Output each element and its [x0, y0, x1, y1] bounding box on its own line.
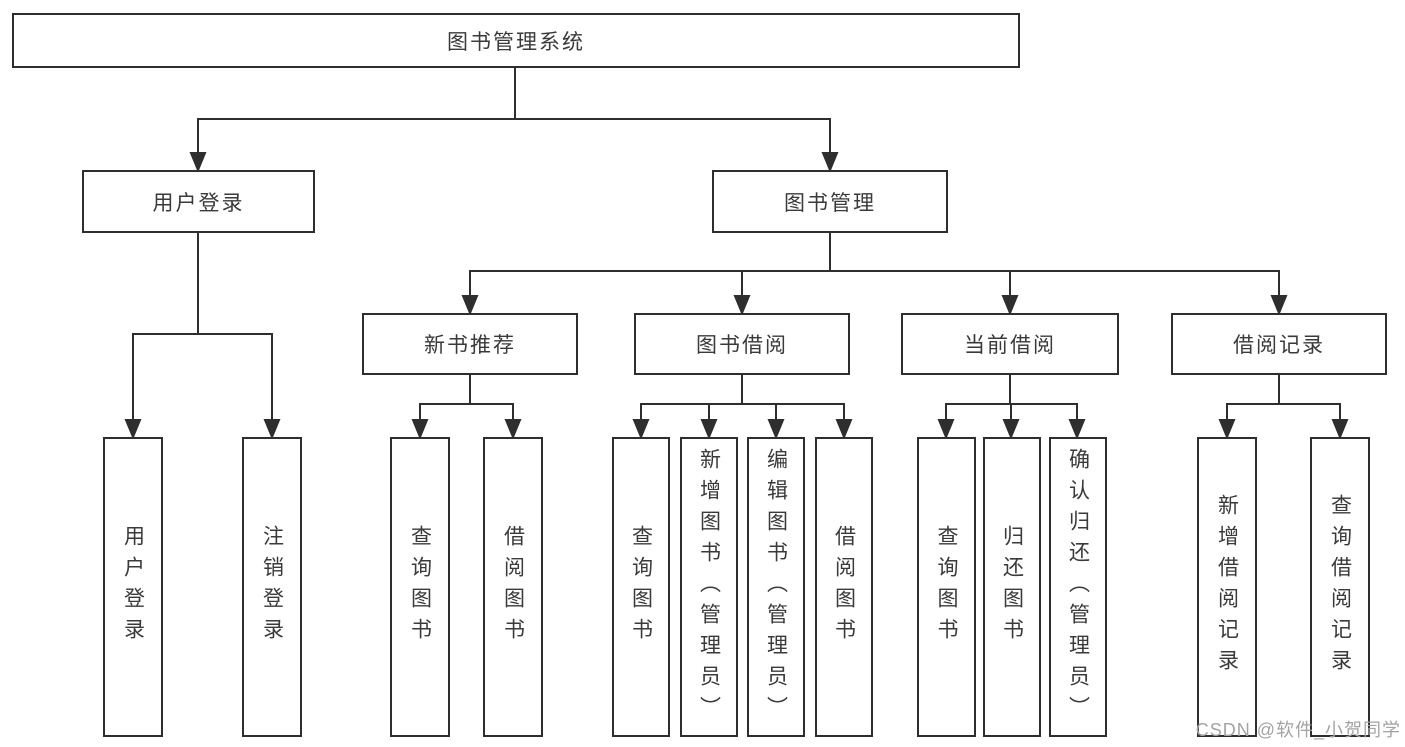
node-label: 用户登录: [152, 191, 245, 215]
branch-borrowing-records: [1218, 375, 1349, 440]
branch-user-login: [124, 233, 281, 440]
leaf-edit-book-admin: 编辑图书（管理员）: [747, 437, 805, 737]
node-label: 编辑图书（管理员）: [764, 447, 788, 727]
leaf-query-borrow-record: 查询借阅记录: [1310, 437, 1370, 737]
leaf-confirm-return-admin: 确认归还（管理员）: [1049, 437, 1107, 737]
node-label: 查询借阅记录: [1328, 494, 1352, 680]
leaf-user-login: 用户登录: [103, 437, 163, 737]
node-label: 图书管理: [784, 191, 876, 215]
node-label: 图书借阅: [696, 334, 788, 357]
node-label: 归还图书: [1000, 525, 1024, 649]
node-label: 注销登录: [260, 525, 284, 649]
leaf-logout-login: 注销登录: [242, 437, 302, 737]
node-label: 当前借阅: [964, 334, 1056, 357]
node-library-system: 图书管理系统: [12, 13, 1020, 68]
node-label: 借阅图书: [832, 525, 856, 649]
branch-book-management: [461, 233, 1288, 316]
node-label: 用户登录: [121, 525, 145, 649]
leaf-borrow-books-module: 借阅图书: [815, 437, 873, 737]
branch-new-book-recommend: [411, 375, 522, 440]
node-book-borrowing: 图书借阅: [634, 313, 850, 375]
leaf-borrow-books-recommend: 借阅图书: [483, 437, 543, 737]
node-user-login: 用户登录: [82, 170, 315, 233]
node-borrowing-records: 借阅记录: [1171, 313, 1387, 375]
leaf-query-books-recommend: 查询图书: [390, 437, 450, 737]
branch-current-borrowing: [937, 375, 1086, 440]
node-label: 查询图书: [629, 525, 653, 649]
branch-root: [189, 68, 839, 173]
leaf-query-books-borrowing: 查询图书: [612, 437, 670, 737]
node-label: 查询图书: [935, 525, 958, 649]
node-label: 新增借阅记录: [1215, 494, 1239, 680]
node-label: 新书推荐: [424, 334, 516, 357]
leaf-add-book-admin: 新增图书（管理员）: [680, 437, 738, 737]
leaf-return-book: 归还图书: [983, 437, 1041, 737]
node-label: 确认归还（管理员）: [1066, 447, 1090, 727]
branch-book-borrowing: [632, 375, 853, 440]
leaf-query-books-current: 查询图书: [917, 437, 976, 737]
leaf-add-borrow-record: 新增借阅记录: [1197, 437, 1257, 737]
node-label: 新增图书（管理员）: [697, 447, 721, 727]
node-label: 查询图书: [408, 525, 432, 649]
node-new-book-recommend: 新书推荐: [362, 313, 578, 375]
node-label: 借阅图书: [501, 525, 525, 649]
node-current-borrowing: 当前借阅: [901, 313, 1119, 375]
csdn-watermark: CSDN @软件_小贺同学: [1195, 720, 1401, 740]
node-book-management: 图书管理: [712, 170, 948, 233]
node-label: 图书管理系统: [447, 30, 585, 54]
node-label: 借阅记录: [1233, 334, 1325, 357]
